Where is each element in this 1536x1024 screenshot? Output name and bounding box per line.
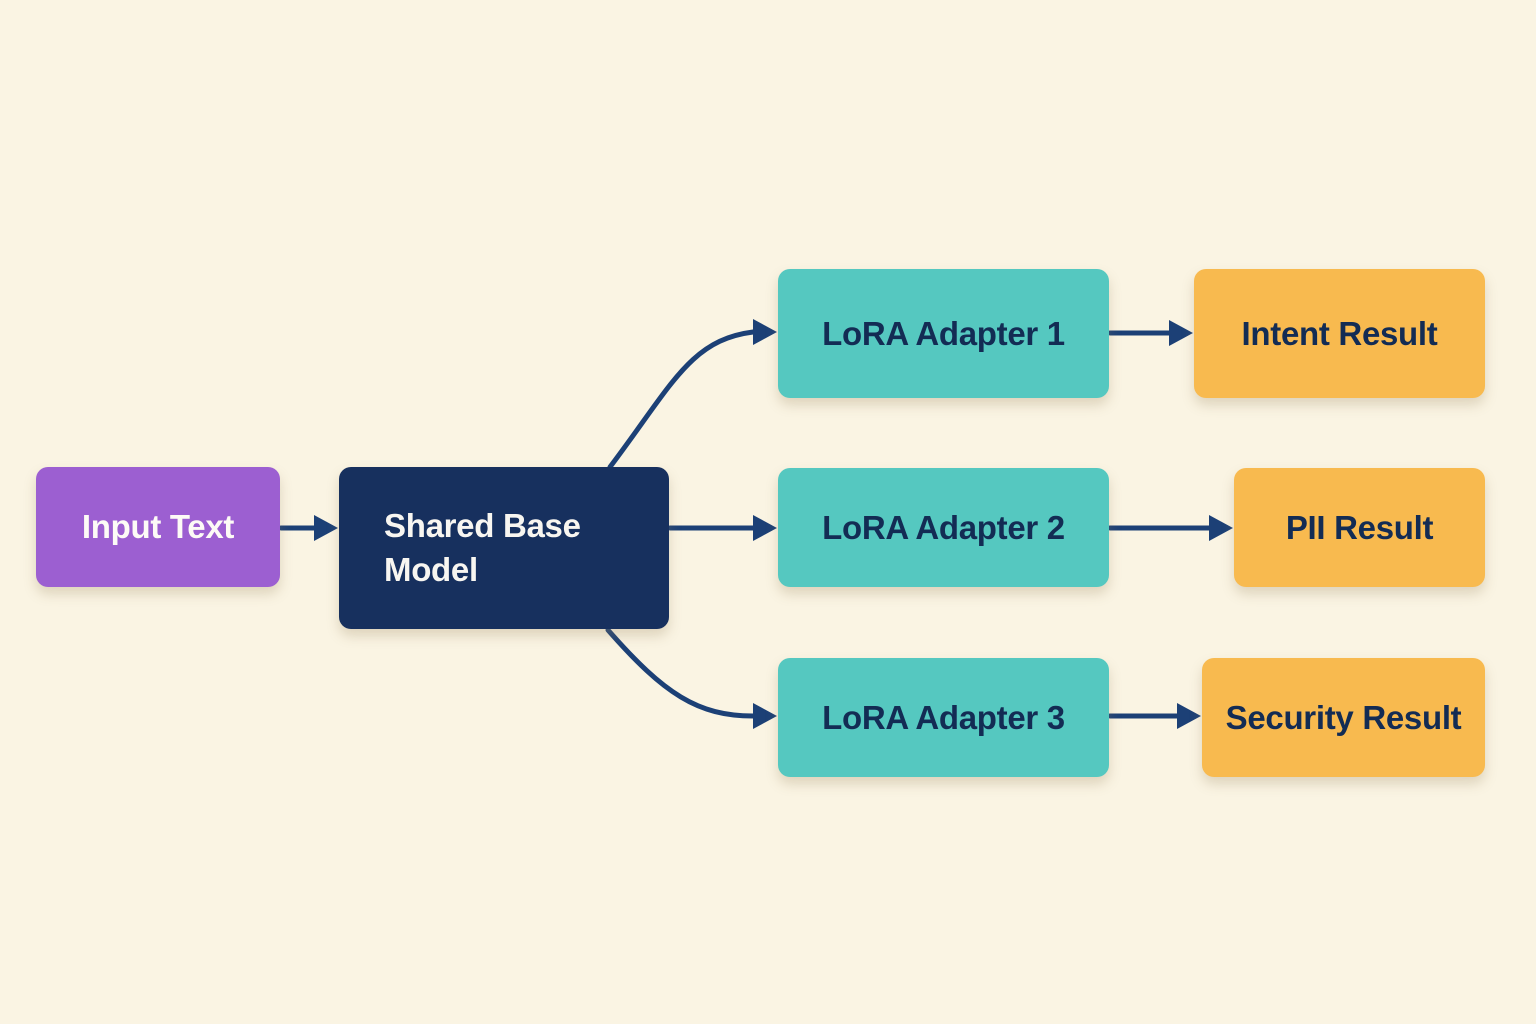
node-label: LoRA Adapter 2	[822, 508, 1065, 546]
node-lora-adapter-2: LoRA Adapter 2	[778, 468, 1109, 587]
arrowhead-adapter2-to-result2	[1209, 515, 1233, 541]
node-security-result: Security Result	[1202, 658, 1485, 777]
arrowhead-base-to-adapter3	[753, 703, 777, 729]
node-label: LoRA Adapter 3	[822, 698, 1065, 736]
arrowhead-adapter3-to-result3	[1177, 703, 1201, 729]
arrowhead-base-to-adapter2	[753, 515, 777, 541]
node-lora-adapter-3: LoRA Adapter 3	[778, 658, 1109, 777]
node-label: Input Text	[81, 508, 235, 546]
node-input-text: Input Text	[36, 467, 280, 587]
node-label: Security Result	[1225, 698, 1462, 736]
node-shared-base-model: Shared Base Model	[339, 467, 669, 629]
node-label: Intent Result	[1241, 314, 1438, 352]
node-label: Shared Base Model	[384, 507, 581, 588]
node-pii-result: PII Result	[1234, 468, 1485, 587]
node-label: LoRA Adapter 1	[822, 314, 1065, 352]
node-intent-result: Intent Result	[1194, 269, 1485, 398]
node-label: PII Result	[1285, 508, 1434, 546]
edge-base-to-adapter3	[605, 627, 756, 719]
arrowhead-adapter1-to-result1	[1169, 320, 1193, 346]
arrowhead-base-to-adapter1	[753, 319, 777, 345]
node-lora-adapter-1: LoRA Adapter 1	[778, 269, 1109, 398]
edge-base-to-adapter1	[607, 329, 756, 470]
arrowhead-input-to-base	[314, 515, 338, 541]
